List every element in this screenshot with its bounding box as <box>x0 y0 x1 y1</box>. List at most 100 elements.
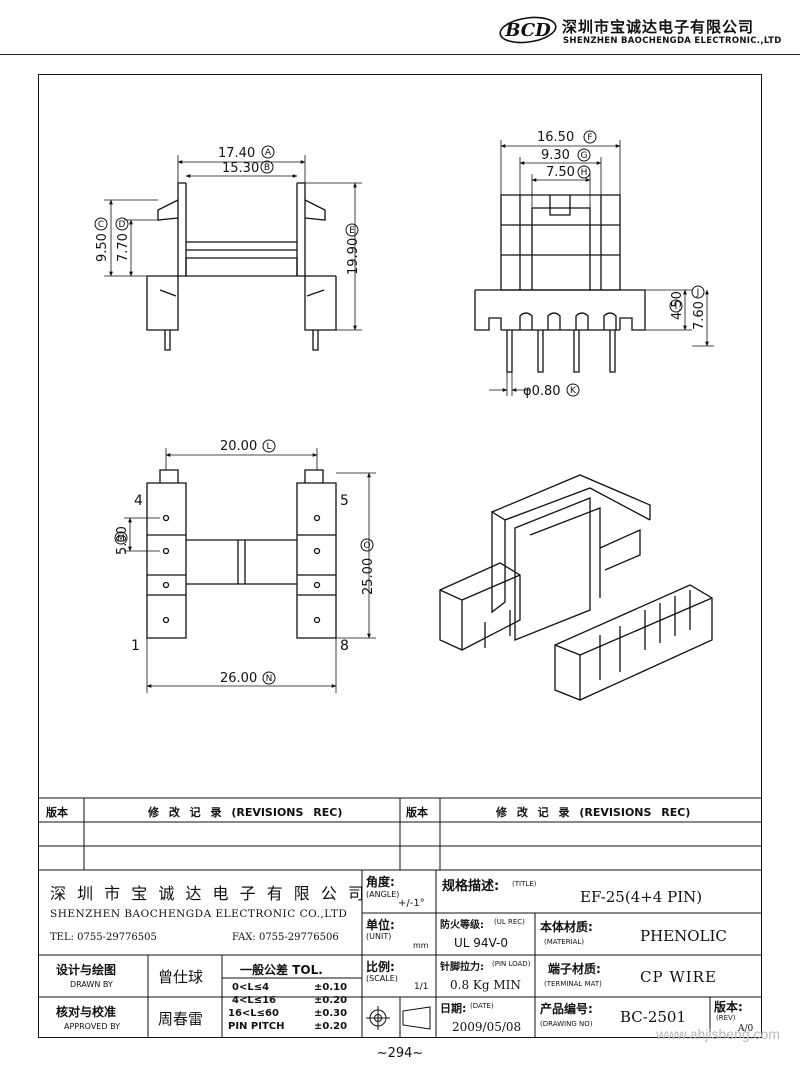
circle-letter-l: L <box>262 439 276 453</box>
circle-letter-m: M <box>114 531 128 545</box>
dim-d: 7.70 <box>116 233 131 262</box>
tb-drawn-label: 设计与绘图 <box>56 963 117 977</box>
tb-tol-range-1: 4<L≤16 <box>232 995 277 1006</box>
pin-4-label: 4 <box>134 493 143 509</box>
svg-text:M: M <box>117 534 125 544</box>
company-logo: BCD <box>499 16 557 44</box>
dim-b: 15.30 <box>222 161 259 176</box>
tb-title-en: (TITLE) <box>512 880 537 888</box>
tb-tol-range-3: PIN PITCH <box>228 1021 285 1032</box>
tb-drawing-en: (DRAWING NO) <box>540 1020 593 1028</box>
watermark: www.ahjisheng.com <box>656 1026 780 1042</box>
pin-8-label: 8 <box>340 638 349 654</box>
tb-tol-value-2: ±0.30 <box>314 1008 348 1019</box>
dim-c: 9.50 <box>95 233 110 262</box>
dim-k: φ0.80 <box>523 384 561 399</box>
dim-o: 25.00 <box>361 558 376 595</box>
svg-text:J: J <box>696 288 700 298</box>
header-rule <box>0 54 800 55</box>
pin-5-label: 5 <box>340 493 349 509</box>
side-dims <box>489 140 714 396</box>
circle-letter-i: I <box>669 299 683 313</box>
rev-col-version-right: 版本 <box>406 806 428 819</box>
tb-tel: TEL: 0755-29776505 <box>50 932 157 943</box>
circle-letter-f: F <box>583 130 597 144</box>
circle-letter-a: A <box>261 145 275 159</box>
technical-drawing: 17.40 15.30 9.50 7.70 19.90 16.50 9.30 7… <box>94 130 714 701</box>
tb-unit-value: mm <box>413 941 429 950</box>
tb-date-en: (DATE) <box>470 1002 494 1010</box>
front-view <box>146 182 337 351</box>
projection-symbol <box>366 1006 431 1030</box>
rev-col-record-left: 修 改 记 录 (REVISIONS REC) <box>148 806 343 819</box>
tb-approved-value: 周春雷 <box>158 1010 204 1028</box>
svg-text:H: H <box>581 168 588 178</box>
tb-angle-value: +/-1° <box>398 898 425 909</box>
tb-terminal-label: 端子材质: <box>548 962 601 976</box>
svg-text:K: K <box>570 386 577 396</box>
pin-1-label: 1 <box>131 638 140 654</box>
tb-ul-value: UL 94V-0 <box>454 936 509 950</box>
tb-pinload-label: 针脚拉力: <box>440 962 484 973</box>
svg-text:L: L <box>266 442 271 452</box>
circle-letter-n: N <box>262 671 276 685</box>
tb-company-cn: 深 圳 市 宝 诚 达 电 子 有 限 公 司 <box>50 884 367 903</box>
circle-letter-c: C <box>94 217 108 231</box>
tb-approved-label: 核对与校准 <box>56 1005 117 1019</box>
dim-e: 19.90 <box>346 238 361 275</box>
dim-i: 4.50 <box>670 291 685 320</box>
dim-g: 9.30 <box>541 148 570 163</box>
tb-rev-en: (REV) <box>716 1014 736 1022</box>
bottom-dims <box>124 448 376 693</box>
svg-text:BCD: BCD <box>504 20 551 41</box>
dim-h: 7.50 <box>546 165 575 180</box>
header-company-en: SHENZHEN BAOCHENGDA ELECTRONIC.,LTD <box>563 36 782 46</box>
tb-title-label: 规格描述: <box>442 879 500 894</box>
svg-text:E: E <box>349 226 355 236</box>
tb-unit-en: (UNIT) <box>366 932 392 941</box>
tb-material-label: 本体材质: <box>540 920 593 934</box>
tb-tol-range-0: 0<L≤4 <box>232 982 270 993</box>
svg-text:I: I <box>675 302 678 312</box>
svg-text:F: F <box>587 133 592 143</box>
tb-tol-value-3: ±0.20 <box>314 1021 348 1032</box>
tb-fax: FAX: 0755-29776506 <box>232 932 339 943</box>
dim-l: 20.00 <box>220 439 257 454</box>
tb-angle-label: 角度: <box>366 875 395 889</box>
circle-letter-b: B <box>260 160 274 174</box>
rev-col-record-right: 修 改 记 录 (REVISIONS REC) <box>496 806 691 819</box>
tb-tol-title: 一般公差 TOL. <box>240 963 323 977</box>
dim-f: 16.50 <box>537 130 574 145</box>
svg-text:G: G <box>581 151 588 161</box>
tb-title-value: EF-25(4+4 PIN) <box>580 888 703 906</box>
svg-text:D: D <box>119 220 126 230</box>
circle-letter-d: D <box>115 217 129 231</box>
tb-scale-en: (SCALE) <box>366 974 398 983</box>
tb-pinload-value: 0.8 Kg MIN <box>450 978 521 992</box>
tb-approved-en: APPROVED BY <box>64 1022 121 1031</box>
tb-tol-value-0: ±0.10 <box>314 982 348 993</box>
svg-text:C: C <box>98 220 104 230</box>
circle-letter-j: J <box>691 285 705 299</box>
tb-drawn-value: 曾仕球 <box>158 968 204 986</box>
circle-letter-k: K <box>566 383 580 397</box>
tb-drawing-label: 产品编号: <box>540 1002 593 1016</box>
tb-angle-en: (ANGLE) <box>366 890 400 899</box>
tb-terminal-value: CP WIRE <box>640 968 717 986</box>
tb-ul-label: 防火等级: <box>440 920 484 931</box>
tb-rev-label: 版本: <box>714 1000 743 1014</box>
tb-date-label: 日期: <box>440 1002 467 1015</box>
front-dims <box>104 155 362 331</box>
circle-letter-g: G <box>577 148 591 162</box>
tb-drawn-en: DRAWN BY <box>70 980 113 989</box>
svg-text:B: B <box>264 163 270 173</box>
circle-letter-e: E <box>345 223 359 237</box>
tb-company-en: SHENZHEN BAOCHENGDA ELECTRONIC CO.,LTD <box>50 908 348 920</box>
tb-rev-value: A/0 <box>738 1024 754 1034</box>
header-company-cn: 深圳市宝诚达电子有限公司 <box>562 18 755 36</box>
dim-n: 26.00 <box>220 671 257 686</box>
dim-j: 7.60 <box>692 301 707 330</box>
tb-tol-range-2: 16<L≤60 <box>228 1008 279 1019</box>
tb-pinload-en: (PIN LOAD) <box>492 960 531 968</box>
